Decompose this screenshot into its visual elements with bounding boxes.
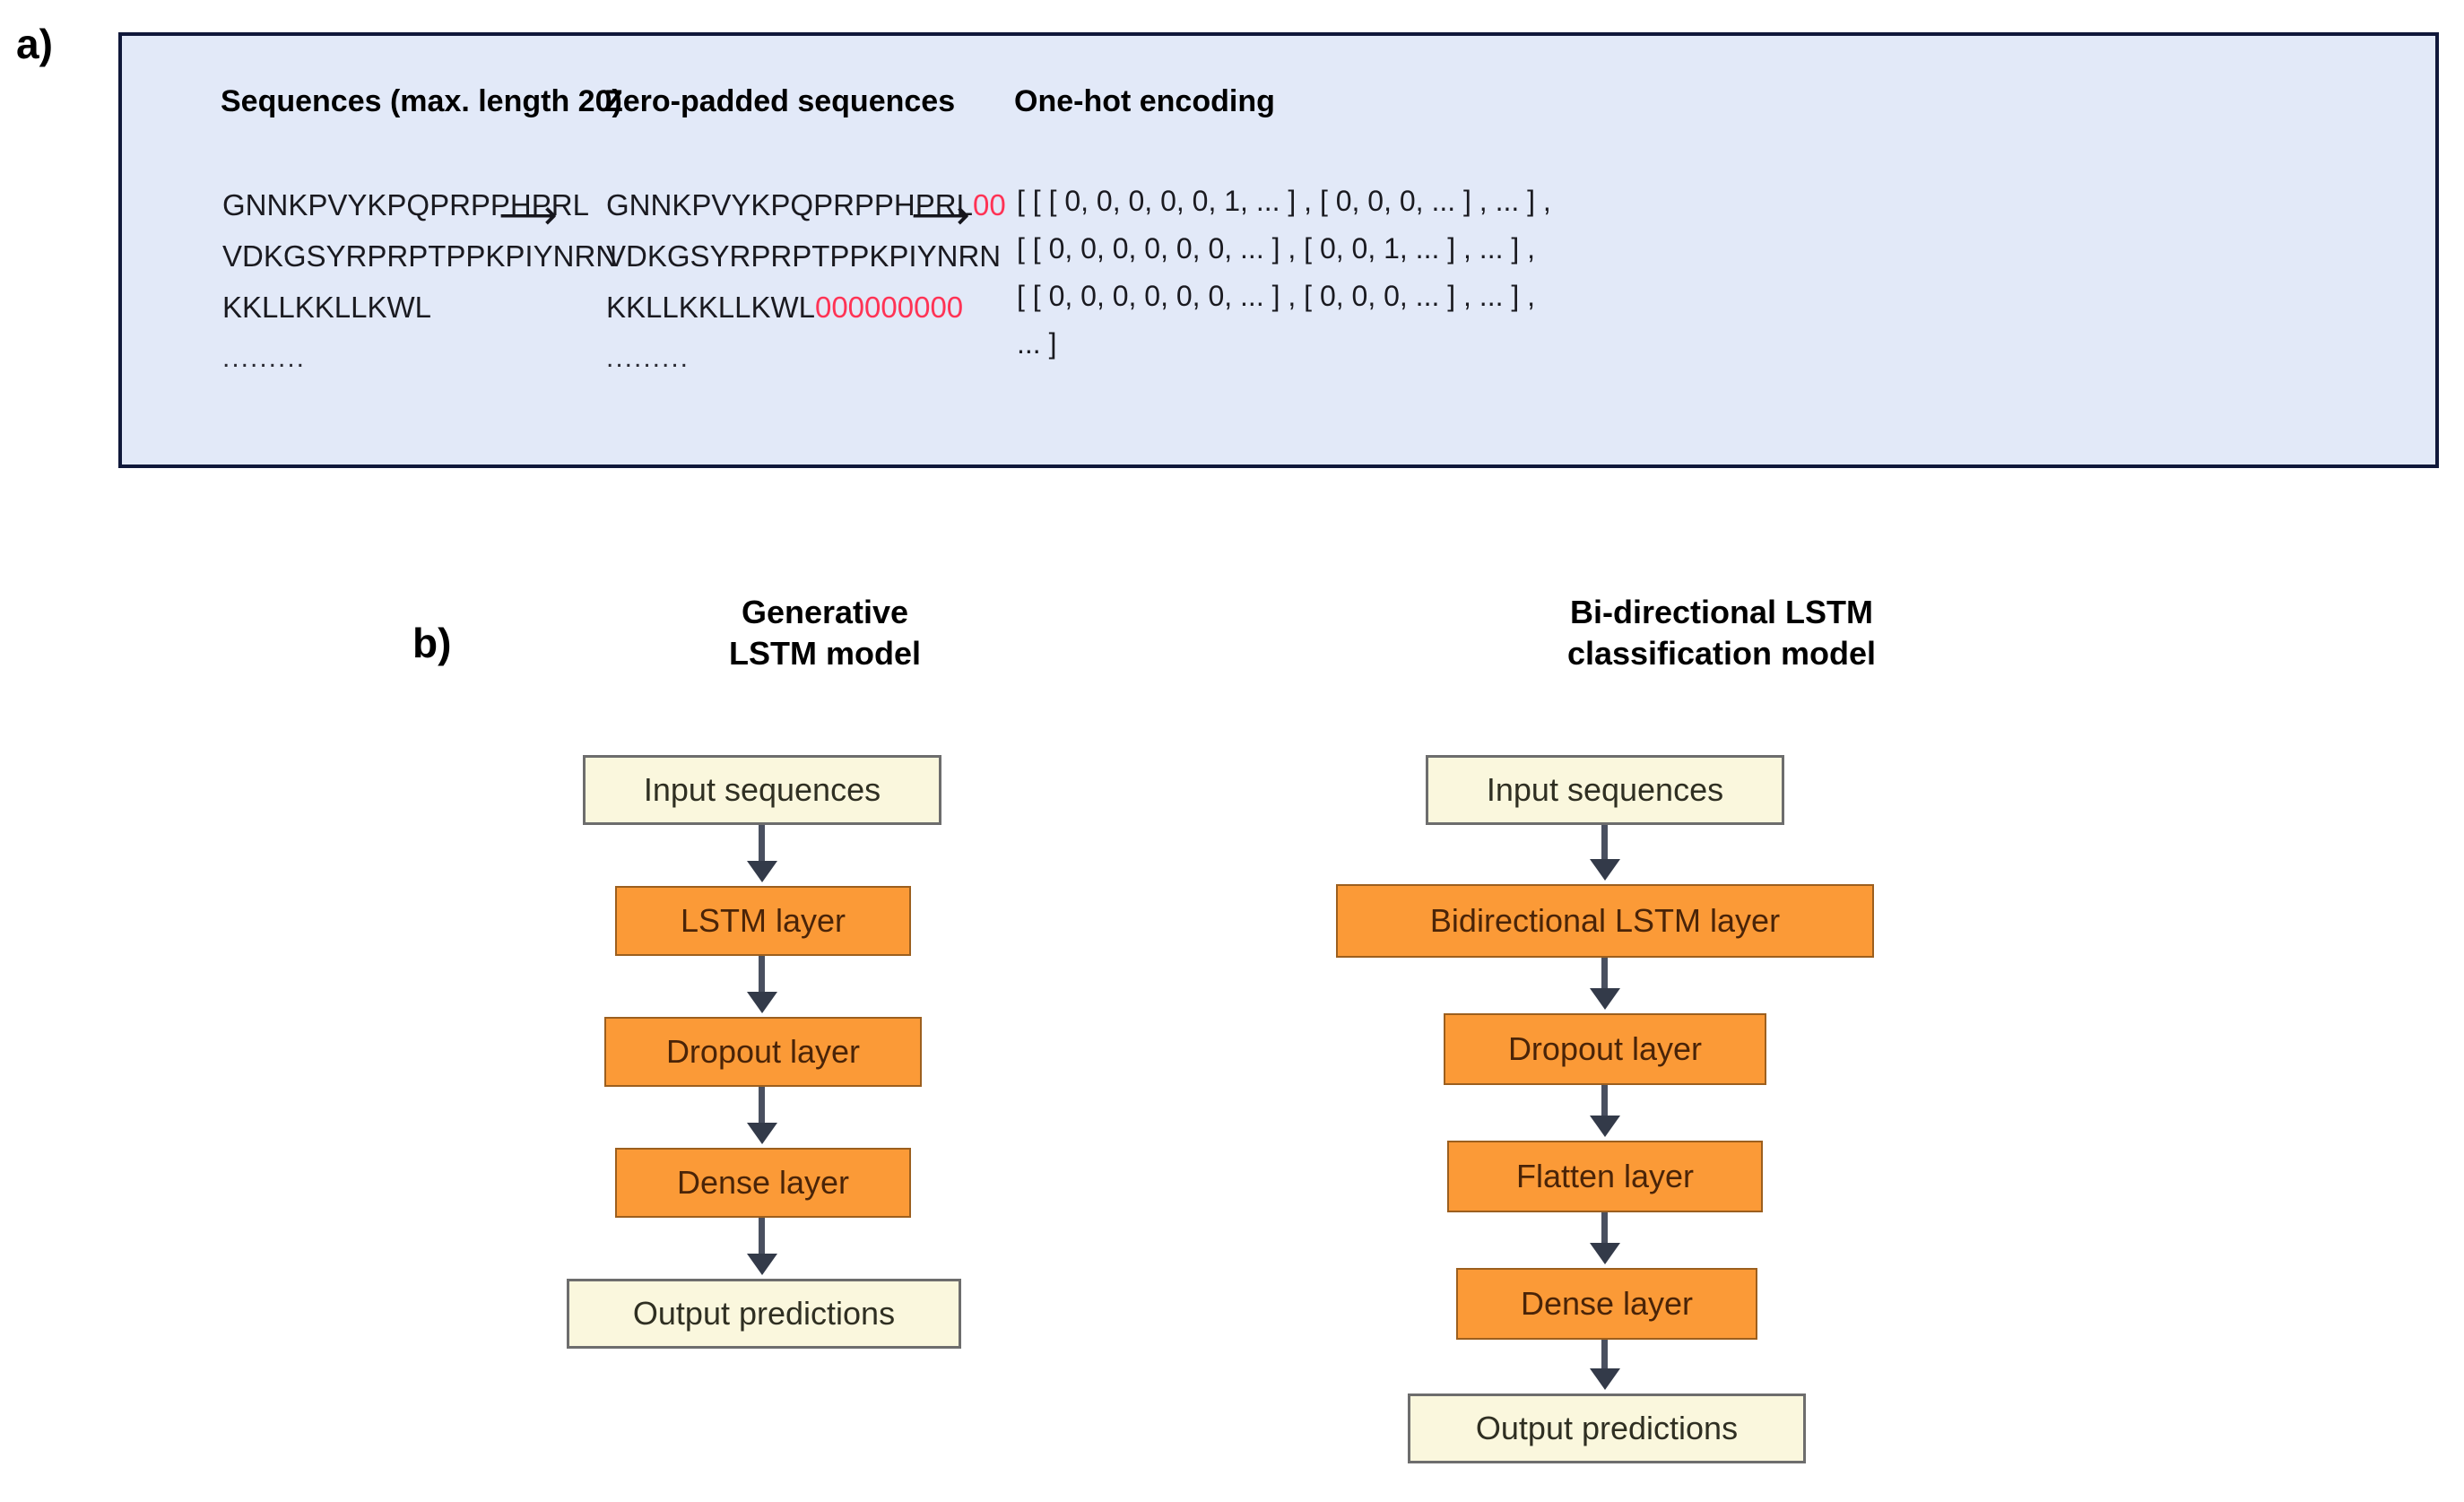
arrowhead-icon xyxy=(747,1254,777,1275)
flowchart-title: Generative LSTM model xyxy=(502,592,1148,674)
column-header-zero-padded: Zero-padded sequences xyxy=(604,84,956,118)
padded-sequence-item: GNNKPVYKPQPRPPHPRL00 xyxy=(606,179,1006,230)
node-dense-layer[interactable]: Dense layer xyxy=(1456,1268,1757,1340)
node-bidirectional-lstm-layer[interactable]: Bidirectional LSTM layer xyxy=(1336,884,1874,958)
encoding-panel: Sequences (max. length 20) Zero-padded s… xyxy=(118,32,2439,468)
flowchart-title-line: LSTM model xyxy=(729,635,921,672)
one-hot-line: ... ] xyxy=(1017,327,1057,360)
padded-sequence-list: GNNKPVYKPQPRPPHPRL00 VDKGSYRPRPTPPKPIYNR… xyxy=(606,179,1006,384)
node-output-predictions[interactable]: Output predictions xyxy=(1408,1393,1806,1463)
arrowhead-icon xyxy=(1590,1116,1620,1137)
sequence-list: GNNKPVYKPQPRPPHPRL VDKGSYRPRPTPPKPIYNRN … xyxy=(222,179,617,384)
one-hot-line: [ [ [ 0, 0, 0, 0, 0, 1, ... ] , [ 0, 0, … xyxy=(1017,185,1551,217)
padding-zeros: 000000000 xyxy=(814,291,964,324)
connector-line xyxy=(1601,958,1608,1001)
sequence-item: VDKGSYRPRPTPPKPIYNRN xyxy=(222,239,618,273)
right-arrow-icon: ⟶ xyxy=(499,191,558,238)
one-hot-line: [ [ 0, 0, 0, 0, 0, 0, ... ] , [ 0, 0, 0,… xyxy=(1017,280,1536,312)
connector-line xyxy=(759,1087,765,1135)
padded-sequence-text: KKLLKKLLKWL xyxy=(606,291,815,324)
padding-zeros: 00 xyxy=(972,188,1006,221)
node-dense-layer[interactable]: Dense layer xyxy=(615,1148,911,1218)
column-header-one-hot: One-hot encoding xyxy=(1014,84,1275,118)
flowchart-title-line: classification model xyxy=(1566,635,1877,672)
panel-b-label: b) xyxy=(412,620,452,666)
connector-line xyxy=(1601,1212,1608,1255)
node-input-sequences[interactable]: Input sequences xyxy=(583,755,941,825)
flowchart-title-line: Generative xyxy=(741,594,909,630)
connector-line xyxy=(1601,1340,1608,1381)
connector-line xyxy=(1601,825,1608,872)
one-hot-matrix: [ [ [ 0, 0, 0, 0, 0, 1, ... ] , [ 0, 0, … xyxy=(1017,178,1551,368)
padded-sequence-item: VDKGSYRPRPTPPKPIYNRN xyxy=(606,230,1006,282)
flowchart-title: Bi-directional LSTM classification model xyxy=(1345,592,2098,674)
padded-sequence-item: KKLLKKLLKWL000000000 xyxy=(606,282,1006,333)
arrowhead-icon xyxy=(1590,859,1620,881)
arrowhead-icon xyxy=(747,992,777,1013)
panel-a-label: a) xyxy=(16,21,53,67)
padded-sequence-text: VDKGSYRPRPTPPKPIYNRN xyxy=(606,239,1002,273)
connector-line xyxy=(759,956,765,1004)
sequence-item: GNNKPVYKPQPRPPHPRL xyxy=(222,188,589,221)
sequence-ellipsis: ......... xyxy=(222,343,307,373)
arrowhead-icon xyxy=(1590,988,1620,1010)
column-header-sequences: Sequences (max. length 20) xyxy=(221,84,622,118)
arrowhead-icon xyxy=(1590,1243,1620,1264)
node-dropout-layer[interactable]: Dropout layer xyxy=(1444,1013,1766,1085)
connector-line xyxy=(759,1218,765,1266)
arrowhead-icon xyxy=(1590,1368,1620,1390)
arrowhead-icon xyxy=(747,861,777,882)
connector-line xyxy=(1601,1085,1608,1128)
connector-line xyxy=(759,825,765,873)
arrowhead-icon xyxy=(747,1123,777,1144)
padded-sequence-ellipsis: ......... xyxy=(606,343,690,373)
sequence-item: KKLLKKLLKWL xyxy=(222,291,431,324)
flowchart-title-line: Bi-directional LSTM xyxy=(1569,594,1873,630)
right-arrow-icon: ⟶ xyxy=(911,191,970,238)
node-input-sequences[interactable]: Input sequences xyxy=(1426,755,1784,825)
node-flatten-layer[interactable]: Flatten layer xyxy=(1447,1141,1763,1212)
one-hot-line: [ [ 0, 0, 0, 0, 0, 0, ... ] , [ 0, 0, 1,… xyxy=(1017,232,1536,265)
node-lstm-layer[interactable]: LSTM layer xyxy=(615,886,911,956)
node-output-predictions[interactable]: Output predictions xyxy=(567,1279,961,1349)
padded-sequence-text: GNNKPVYKPQPRPPHPRL xyxy=(606,188,973,221)
node-dropout-layer[interactable]: Dropout layer xyxy=(604,1017,922,1087)
